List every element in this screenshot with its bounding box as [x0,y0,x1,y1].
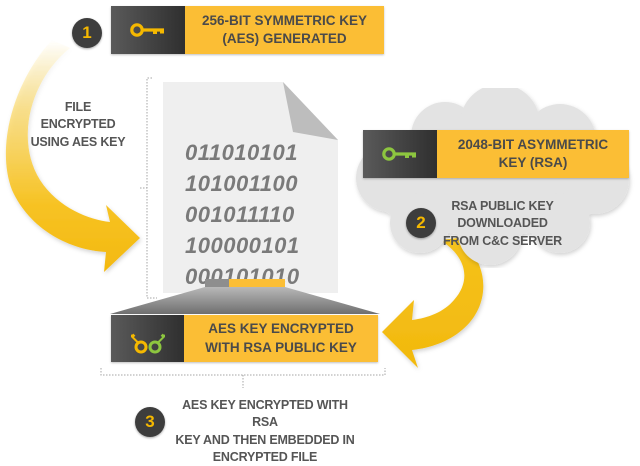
step-1-keybox: 256-BIT SYMMETRIC KEY (AES) GENERATED [111,6,384,54]
step-2-label: 2048-BIT ASYMMETRIC KEY (RSA) [437,130,629,178]
step-3-label: AES KEY ENCRYPTED WITH RSA PUBLIC KEY [184,315,378,362]
binary-line: 001011110 [185,202,295,227]
step-3-badge: 3 [135,407,165,437]
file-fold-corner [283,82,338,140]
step-1-label: 256-BIT SYMMETRIC KEY (AES) GENERATED [185,6,384,54]
file-binary-content: 011010101 101001100 001011110 100000101 … [185,137,300,292]
step-3-keybox: AES KEY ENCRYPTED WITH RSA PUBLIC KEY [111,315,378,362]
binary-line: 101001100 [185,171,298,196]
step-2-caption: RSA PUBLIC KEY DOWNLOADED FROM C&C SERVE… [442,199,562,248]
step-2-keybox: 2048-BIT ASYMMETRIC KEY (RSA) [363,130,629,178]
step-2-badge: 2 [406,208,436,238]
step-3-caption: AES KEY ENCRYPTED WITH RSA KEY AND THEN … [175,398,355,464]
two-keys-icon [130,328,165,353]
arrow-1-body [5,40,141,272]
binary-line: 100000101 [185,233,300,258]
step-1-icon-panel [111,6,185,54]
file-footer-yellow [229,279,285,287]
file-footer-gray [205,279,229,287]
trapezoid-connector [110,287,380,314]
key-icon [382,147,416,161]
step-1-caption: FILE ENCRYPTED USING AES KEY [30,100,126,149]
step-2-icon-panel [363,130,437,178]
file-document [163,82,338,293]
file-footer-bar [205,279,285,287]
key-icon [130,23,164,37]
step-1-badge: 1 [72,18,102,48]
step-3-icon-panel [111,315,184,362]
binary-line: 011010101 [185,140,298,165]
arrow-2-body [382,238,484,368]
